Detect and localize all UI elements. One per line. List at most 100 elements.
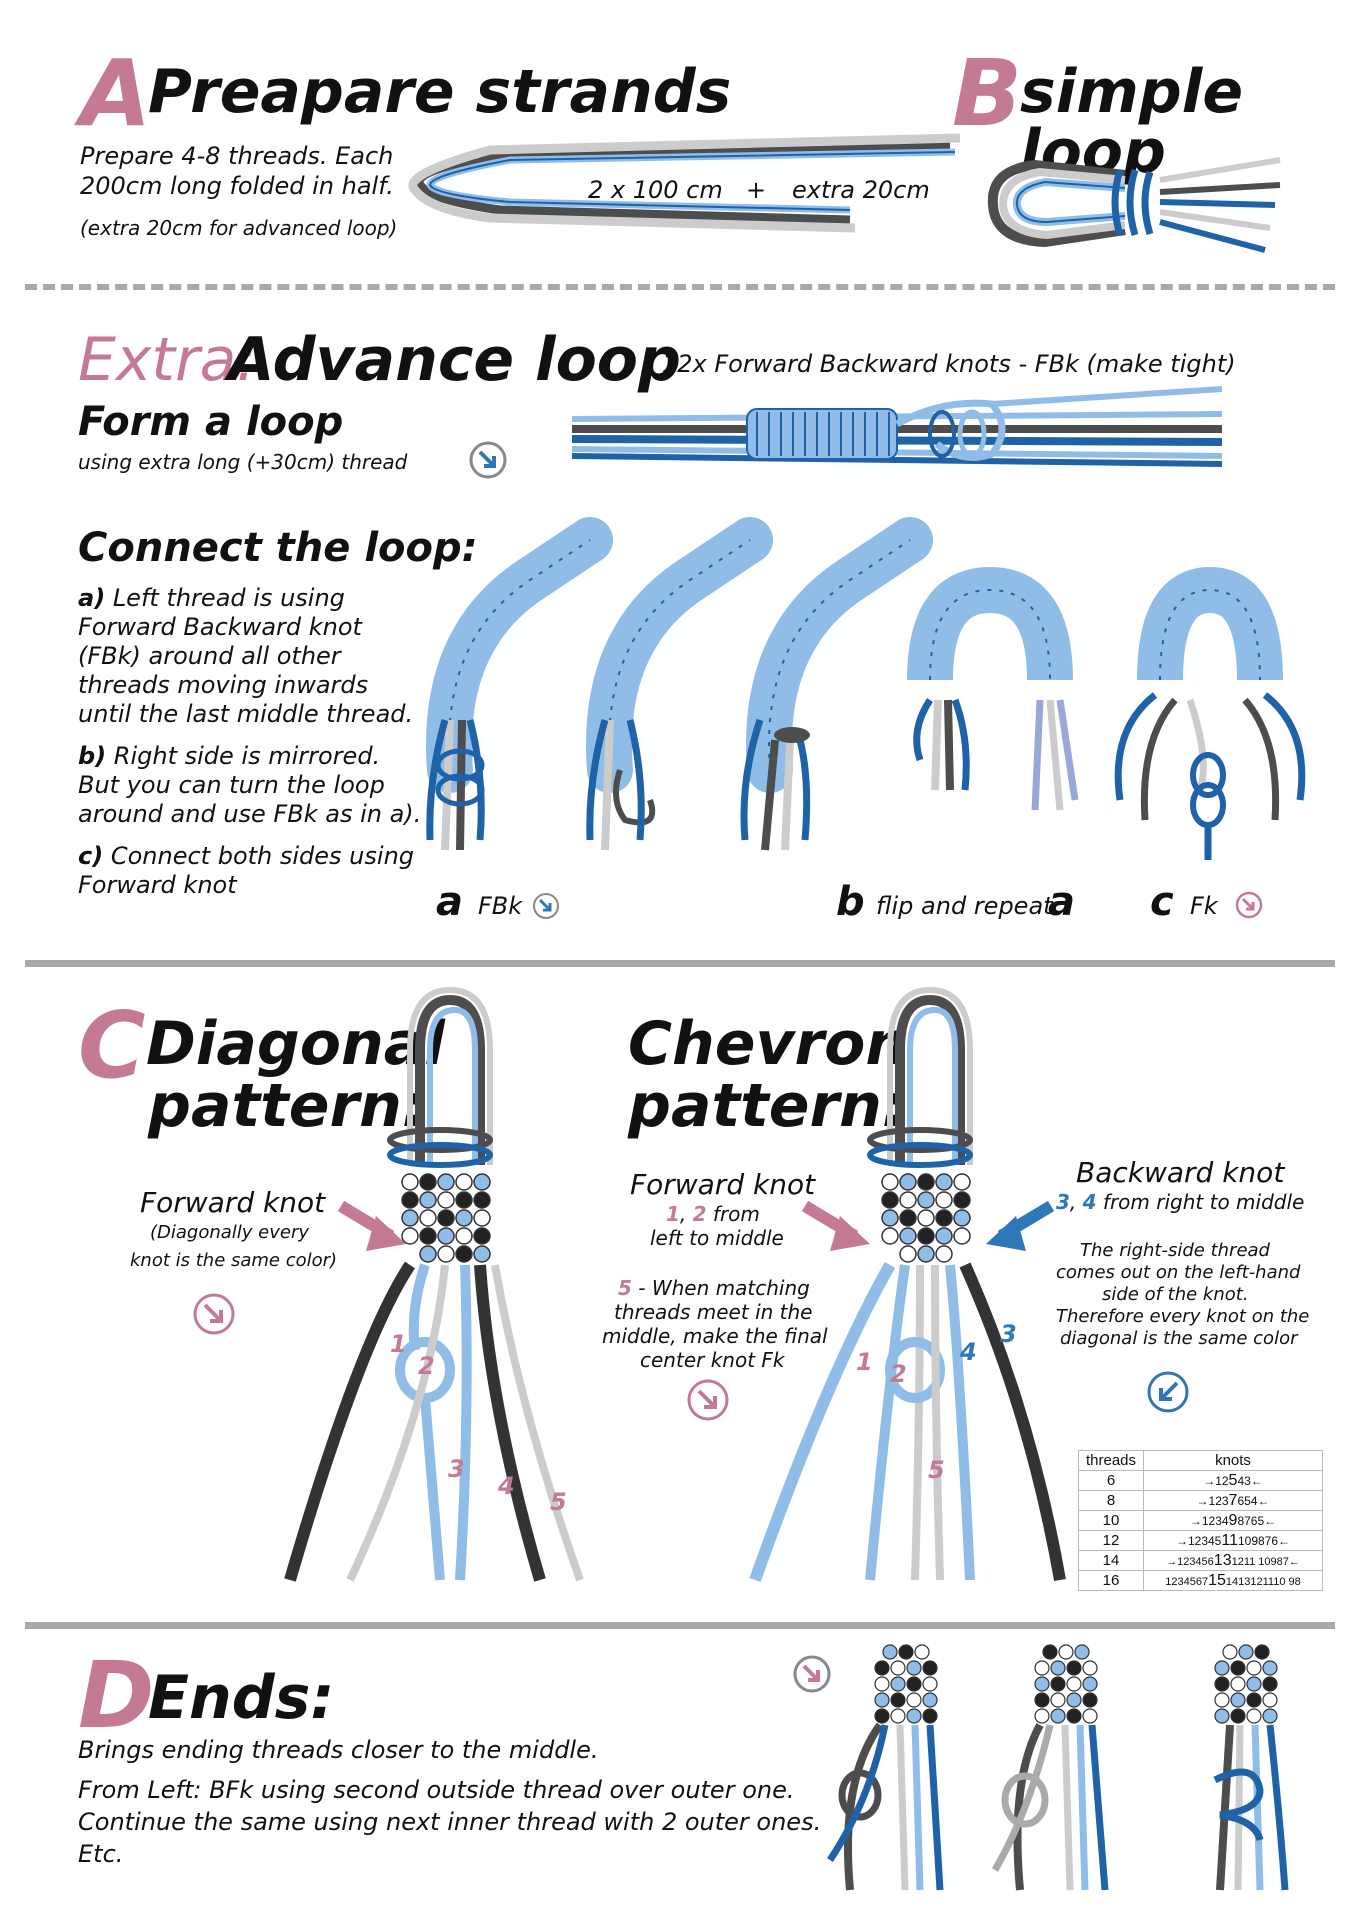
bk-num-4: 4 xyxy=(1083,1190,1097,1214)
step-a-text-1: Left thread is using xyxy=(113,584,345,612)
table-cell-knots: →123456131211 10987← xyxy=(1144,1551,1323,1571)
advance-loop-strip-illustration xyxy=(572,384,1232,474)
section-d-line-4: Etc. xyxy=(78,1840,123,1869)
caption-b-text: flip and repeat xyxy=(876,892,1053,921)
bk-line: 3, 4 from right to middle xyxy=(1056,1190,1304,1214)
table-row: 10 →123498765← xyxy=(1079,1511,1323,1531)
section-c-letter: C xyxy=(78,1000,146,1092)
ends-step-2-illustration xyxy=(980,1640,1130,1910)
table-cell-knots: →12543← xyxy=(1144,1471,1323,1491)
form-loop-title: Form a loop xyxy=(78,402,343,442)
diag-num-5: 5 xyxy=(550,1488,567,1517)
chev-num-2: 2 xyxy=(890,1360,907,1389)
bk-note-2: comes out on the left-hand xyxy=(1056,1262,1300,1284)
pink-arrow-right-icon xyxy=(336,1196,416,1256)
chev-num-1: 1 xyxy=(856,1348,873,1377)
step-a-line-1: a) Left thread is using xyxy=(78,584,345,613)
table-cell-threads: 6 xyxy=(1079,1471,1144,1491)
plus-sign: + xyxy=(746,176,766,205)
divider-solid-2 xyxy=(25,1622,1335,1629)
ends-step-3-illustration xyxy=(1160,1640,1310,1910)
length-label: 2 x 100 cm xyxy=(588,176,723,205)
loop-stage-4-illustration xyxy=(890,560,1090,860)
table-cell-threads: 10 xyxy=(1079,1511,1144,1531)
table-header-threads: threads xyxy=(1079,1451,1144,1471)
extra-length-label: extra 20cm xyxy=(792,176,930,205)
table-cell-threads: 12 xyxy=(1079,1531,1144,1551)
chev-num-5: 5 xyxy=(928,1456,945,1485)
table-row: 16 1234567151413121110 98 xyxy=(1079,1571,1323,1591)
chev-fk-num-1: 1 xyxy=(666,1202,680,1226)
table-row: 12 →1234511109876← xyxy=(1079,1531,1323,1551)
section-d-line-2: From Left: BFk using second outside thre… xyxy=(78,1776,794,1805)
step-c-line-1: c) Connect both sides using xyxy=(78,842,414,871)
section-d-title: Ends: xyxy=(148,1668,334,1728)
pink-arrow-right-icon xyxy=(800,1196,880,1256)
table-row: 14 →123456131211 10987← xyxy=(1079,1551,1323,1571)
bk-comma: , xyxy=(1070,1190,1076,1214)
step-a-letter: a) xyxy=(78,584,105,612)
bk-note-5: diagonal is the same color xyxy=(1060,1328,1297,1350)
bk-note-4: Therefore every knot on the xyxy=(1056,1306,1309,1328)
bk-note-3: side of the knot. xyxy=(1102,1284,1249,1306)
table-cell-knots: 1234567151413121110 98 xyxy=(1144,1571,1323,1591)
step-b-line-3: around and use FBk as in a). xyxy=(78,800,421,829)
chev-fk-num-2: 2 xyxy=(693,1202,707,1226)
section-a-desc-2: 200cm long folded in half. xyxy=(80,172,394,201)
table-header-knots: knots xyxy=(1144,1451,1323,1471)
table-cell-threads: 8 xyxy=(1079,1491,1144,1511)
divider-solid-1 xyxy=(25,960,1335,967)
chev-fk-comma: , xyxy=(680,1202,686,1226)
chev-5-num: 5 xyxy=(618,1276,632,1300)
step-a-line-2: Forward Backward knot xyxy=(78,613,362,642)
diag-num-2: 2 xyxy=(418,1352,435,1381)
section-a-desc-1: Prepare 4-8 threads. Each xyxy=(80,142,393,171)
step-a-line-5: until the last middle thread. xyxy=(78,700,413,729)
arrow-down-left-icon xyxy=(1146,1370,1190,1414)
step-a-line-3: (FBk) around all other xyxy=(78,642,341,671)
extra-title: Advance loop xyxy=(228,330,681,390)
diag-num-4: 4 xyxy=(498,1472,515,1501)
section-d-letter: D xyxy=(78,1650,154,1742)
step-b-line-2: But you can turn the loop xyxy=(78,771,385,800)
caption-b-letter-2: a xyxy=(1048,882,1075,922)
knots-caption: 12x Forward Backward knots - FBk (make t… xyxy=(662,350,1236,379)
bk-num-3: 3 xyxy=(1056,1190,1070,1214)
ends-step-1-illustration xyxy=(820,1640,970,1910)
divider-dashed xyxy=(25,284,1335,290)
table-row: 6 →12543← xyxy=(1079,1471,1323,1491)
diag-num-1: 1 xyxy=(390,1330,407,1359)
step-c-text-1: Connect both sides using xyxy=(111,842,414,870)
section-a-letter: A xyxy=(80,48,151,140)
step-b-text-1: Right side is mirrored. xyxy=(114,742,380,770)
caption-c-text: Fk xyxy=(1190,892,1218,921)
simple-loop-illustration xyxy=(985,150,1285,260)
bk-title: Backward knot xyxy=(1076,1156,1284,1190)
section-b-letter: B xyxy=(952,48,1022,140)
caption-a-letter: a xyxy=(436,882,463,922)
chevron-bead-grid xyxy=(882,1174,970,1262)
step-b-line-1: b) Right side is mirrored. xyxy=(78,742,380,771)
table-cell-threads: 14 xyxy=(1079,1551,1144,1571)
diag-num-3: 3 xyxy=(448,1455,465,1484)
bk-rest: from right to middle xyxy=(1103,1190,1304,1214)
section-d-line-3: Continue the same using next inner threa… xyxy=(78,1808,821,1837)
arrow-down-right-icon xyxy=(532,892,560,920)
loop-stage-5-illustration xyxy=(1100,560,1320,870)
step-a-line-4: threads moving inwards xyxy=(78,671,368,700)
step-c-letter: c) xyxy=(78,842,103,870)
table-cell-knots: →123498765← xyxy=(1144,1511,1323,1531)
arrow-down-right-icon xyxy=(1234,890,1264,920)
table-row: 8 →1237654← xyxy=(1079,1491,1323,1511)
caption-c-letter: c xyxy=(1150,882,1174,922)
table-cell-threads: 16 xyxy=(1079,1571,1144,1591)
form-loop-sub: using extra long (+30cm) thread xyxy=(78,450,407,474)
chev-num-4: 4 xyxy=(960,1338,977,1367)
arrow-down-right-icon xyxy=(192,1292,236,1336)
arrow-down-right-icon xyxy=(686,1378,730,1422)
caption-a-text: FBk xyxy=(478,892,522,921)
table-cell-knots: →1234511109876← xyxy=(1144,1531,1323,1551)
section-a-title: Preapare strands xyxy=(148,62,731,122)
chev-num-3: 3 xyxy=(1000,1320,1017,1349)
step-b-letter: b) xyxy=(78,742,106,770)
